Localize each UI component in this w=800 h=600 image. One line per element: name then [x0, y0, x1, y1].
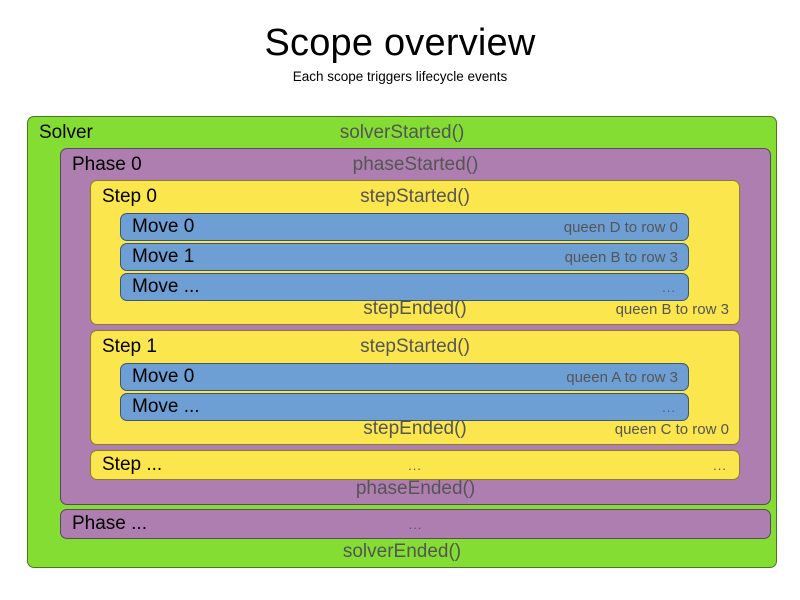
phase-scope-0[interactable]: Phase 0 phaseStarted() Step 0 stepStarte…	[60, 148, 771, 505]
move-label: Move ...	[132, 276, 200, 297]
solver-scope[interactable]: Solver solverStarted() Phase 0 phaseStar…	[27, 116, 777, 568]
solver-ended-event: solverEnded()	[342, 541, 462, 562]
move-label: Move 1	[132, 246, 195, 267]
phase-scope-ellipsis[interactable]: Phase ... ...	[60, 509, 771, 539]
move-label: Move ...	[132, 396, 200, 417]
step-scope-1[interactable]: Step 1 stepStarted() Move 0 queen A to r…	[90, 330, 740, 445]
solver-footer-row: solverEnded()	[28, 537, 776, 567]
move-result: ...	[662, 279, 676, 295]
phase-started-event: phaseStarted()	[352, 153, 479, 175]
step-started-event: stepStarted()	[360, 185, 470, 207]
step-footer-row: stepEnded() queen C to row 0	[91, 414, 739, 444]
page-subtitle: Each scope triggers lifecycle events	[292, 68, 508, 84]
step-header-row: Step 0 stepStarted()	[91, 181, 739, 212]
page-title: Scope overview	[264, 22, 536, 64]
step-label: Step ...	[102, 454, 163, 475]
phase-header-row: Phase 0 phaseStarted()	[61, 149, 770, 180]
phase-label: Phase 0	[72, 153, 142, 175]
move-row[interactable]: Move 0 queen D to row 0	[120, 213, 689, 241]
step-ended-result: queen B to row 3	[615, 300, 729, 318]
step-label: Step 1	[102, 335, 157, 357]
phase-ended-event: phaseEnded()	[355, 478, 476, 499]
step-header-row: Step 1 stepStarted()	[91, 331, 739, 362]
step-result-ellipsis: ...	[713, 457, 727, 473]
step-scope-0[interactable]: Step 0 stepStarted() Move 0 queen D to r…	[90, 180, 740, 325]
move-result: queen B to row 3	[564, 248, 678, 266]
step-label: Step 0	[102, 185, 157, 207]
step-started-event: stepStarted()	[360, 335, 470, 357]
solver-started-event: solverStarted()	[339, 121, 465, 143]
step-footer-row: stepEnded() queen B to row 3	[91, 294, 739, 324]
move-result: queen D to row 0	[563, 218, 678, 236]
step-scope-ellipsis[interactable]: Step ... ... ...	[90, 450, 740, 480]
solver-header-row: Solver solverStarted()	[28, 117, 776, 148]
move-row-ellipsis[interactable]: Move ... ...	[120, 273, 689, 301]
step-ended-result: queen C to row 0	[614, 420, 729, 438]
phase-footer-row: phaseEnded()	[61, 474, 770, 504]
move-row[interactable]: Move 1 queen B to row 3	[120, 243, 689, 271]
move-row-ellipsis[interactable]: Move ... ...	[120, 393, 689, 421]
solver-label: Solver	[39, 121, 93, 143]
move-result: ...	[662, 399, 676, 415]
move-result: queen A to row 3	[566, 368, 678, 386]
phase-event-ellipsis: ...	[408, 516, 423, 532]
phase-label: Phase ...	[72, 513, 147, 534]
move-row[interactable]: Move 0 queen A to row 3	[120, 363, 689, 391]
header: Scope overview Each scope triggers lifec…	[0, 0, 800, 84]
move-label: Move 0	[132, 216, 195, 237]
move-label: Move 0	[132, 366, 195, 387]
step-event-ellipsis: ...	[408, 457, 422, 473]
